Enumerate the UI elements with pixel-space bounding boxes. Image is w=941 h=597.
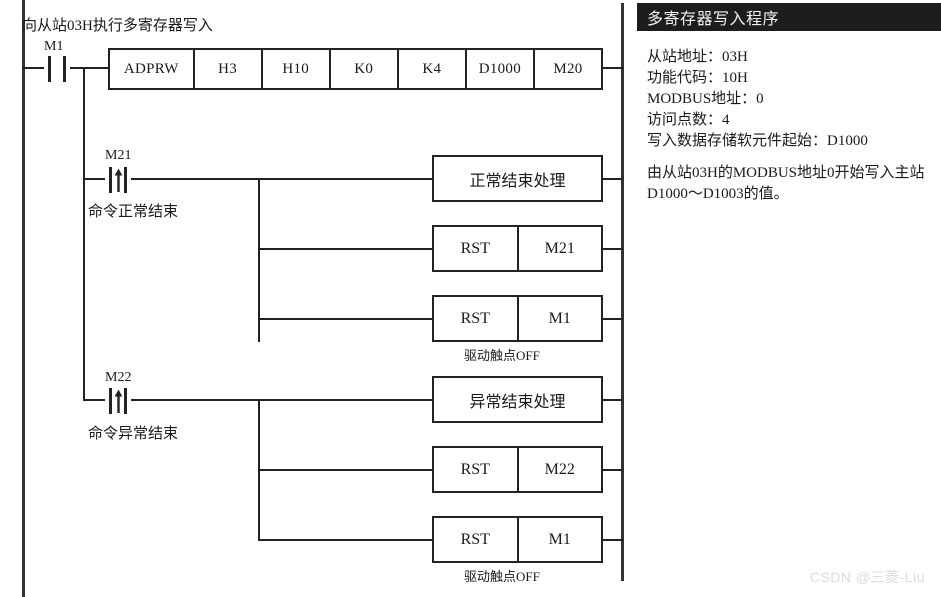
wire-branch-to-output-2 [258, 248, 432, 250]
wire-output-1-to-rail [603, 178, 623, 180]
info-line-access-points: 访问点数：4 [647, 112, 730, 128]
output-cell-label: 异常结束处理 [469, 393, 566, 411]
right-power-rail [621, 3, 624, 581]
contact-label-m1: M1 [44, 39, 64, 54]
wire-branch-to-m21 [83, 178, 105, 180]
output-box-normal-end-process[interactable]: 正常结束处理 [432, 155, 603, 202]
instruction-cell-operand-6: M20 [553, 60, 583, 77]
contact-bar-left [109, 167, 112, 193]
output-cell-label: 正常结束处理 [469, 172, 566, 190]
contact-bar-right [63, 56, 66, 82]
no-contact-m1[interactable] [44, 56, 70, 82]
wire-output-4-to-rail [603, 399, 623, 401]
output-cell-mnemonic: RST [434, 518, 519, 561]
info-line-function-code: 功能代码：10H [647, 70, 748, 86]
wire-branch-to-output-3 [258, 318, 432, 320]
wire-output-5-to-rail [603, 469, 623, 471]
output-cell-mnemonic: RST [434, 297, 519, 340]
wire-output-3-to-rail [603, 318, 623, 320]
instruction-cell-operand-3: K0 [331, 50, 399, 88]
ladder-pane: 向从站03H执行多寄存器写入 M1 ADPRW H3 H10 K0 K4 D10… [22, 0, 624, 597]
output-box-rst-m21[interactable]: RST M21 [432, 225, 603, 272]
info-line-modbus-address: MODBUS地址：0 [647, 91, 764, 107]
info-pane: 多寄存器写入程序 从站地址：03H 功能代码：10H MODBUS地址：0 访问… [625, 0, 941, 597]
wire-rail-to-m1 [22, 67, 44, 69]
contact-bar-left [109, 388, 112, 414]
wire-m21-to-output-1 [131, 178, 432, 180]
output-box-rst-m1-abnormal[interactable]: RST M1 [432, 516, 603, 563]
rising-edge-arrow-icon [114, 389, 123, 413]
wire-output-2-to-rail [603, 248, 623, 250]
rising-edge-contact-m22[interactable] [105, 388, 131, 414]
branch-vertical-main [83, 67, 85, 399]
instruction-cell-operand-5: D1000 [467, 50, 535, 88]
output-cell-operand: M22 [544, 460, 575, 478]
contact-bar-right [124, 167, 127, 193]
wire-adprw-to-rail [603, 67, 623, 69]
rung-comment-1: 向从站03H执行多寄存器写入 [22, 18, 213, 34]
wire-m1-to-adprw [70, 67, 108, 69]
output-box-abnormal-end-process[interactable]: 异常结束处理 [432, 376, 603, 423]
output-cell-mnemonic: RST [434, 448, 519, 491]
contact-note-m21: 命令正常结束 [88, 204, 179, 220]
contact-bar-left [48, 56, 51, 82]
output-cell-operand: M1 [548, 309, 571, 327]
contact-bar-right [124, 388, 127, 414]
output-note-drive-contact-off-abnormal: 驱动触点OFF [464, 569, 540, 584]
csdn-watermark: CSDN @三菱-Liu [809, 569, 925, 585]
instruction-cell-operand-1: H3 [195, 50, 263, 88]
wire-output-6-to-rail [603, 539, 623, 541]
contact-label-m21: M21 [105, 148, 132, 163]
output-note-drive-contact-off-normal: 驱动触点OFF [464, 348, 540, 363]
output-cell-operand: M21 [544, 239, 575, 257]
wire-branch-to-output-5 [258, 469, 432, 471]
rising-edge-arrow-icon [114, 168, 123, 192]
output-box-rst-m22[interactable]: RST M22 [432, 446, 603, 493]
rising-edge-contact-m21[interactable] [105, 167, 131, 193]
instruction-cell-operand-2: H10 [263, 50, 331, 88]
output-cell-operand: M1 [548, 530, 571, 548]
instruction-cell-operand-4: K4 [399, 50, 467, 88]
output-box-rst-m1-normal[interactable]: RST M1 [432, 295, 603, 342]
info-header-bar: 多寄存器写入程序 [637, 3, 941, 31]
info-line-slave-address: 从站地址：03H [647, 49, 748, 65]
instruction-cell-mnemonic: ADPRW [110, 50, 195, 88]
instruction-box-adprw[interactable]: ADPRW H3 H10 K0 K4 D1000 M20 [108, 48, 603, 90]
output-cell-mnemonic: RST [434, 227, 519, 270]
branch-vertical-rung-2 [258, 178, 260, 342]
wire-branch-to-output-6 [258, 539, 432, 541]
wire-m22-to-output-1 [131, 399, 432, 401]
contact-label-m22: M22 [105, 370, 132, 385]
contact-note-m22: 命令异常结束 [88, 426, 179, 442]
info-description-paragraph: 由从站03H的MODBUS地址0开始写入主站D1000～D1003的值。 [647, 165, 925, 202]
left-power-rail [22, 0, 25, 597]
wire-branch-to-m22 [83, 399, 105, 401]
info-line-data-start-device: 写入数据存储软元件起始：D1000 [647, 133, 868, 149]
info-title: 多寄存器写入程序 [647, 11, 780, 28]
